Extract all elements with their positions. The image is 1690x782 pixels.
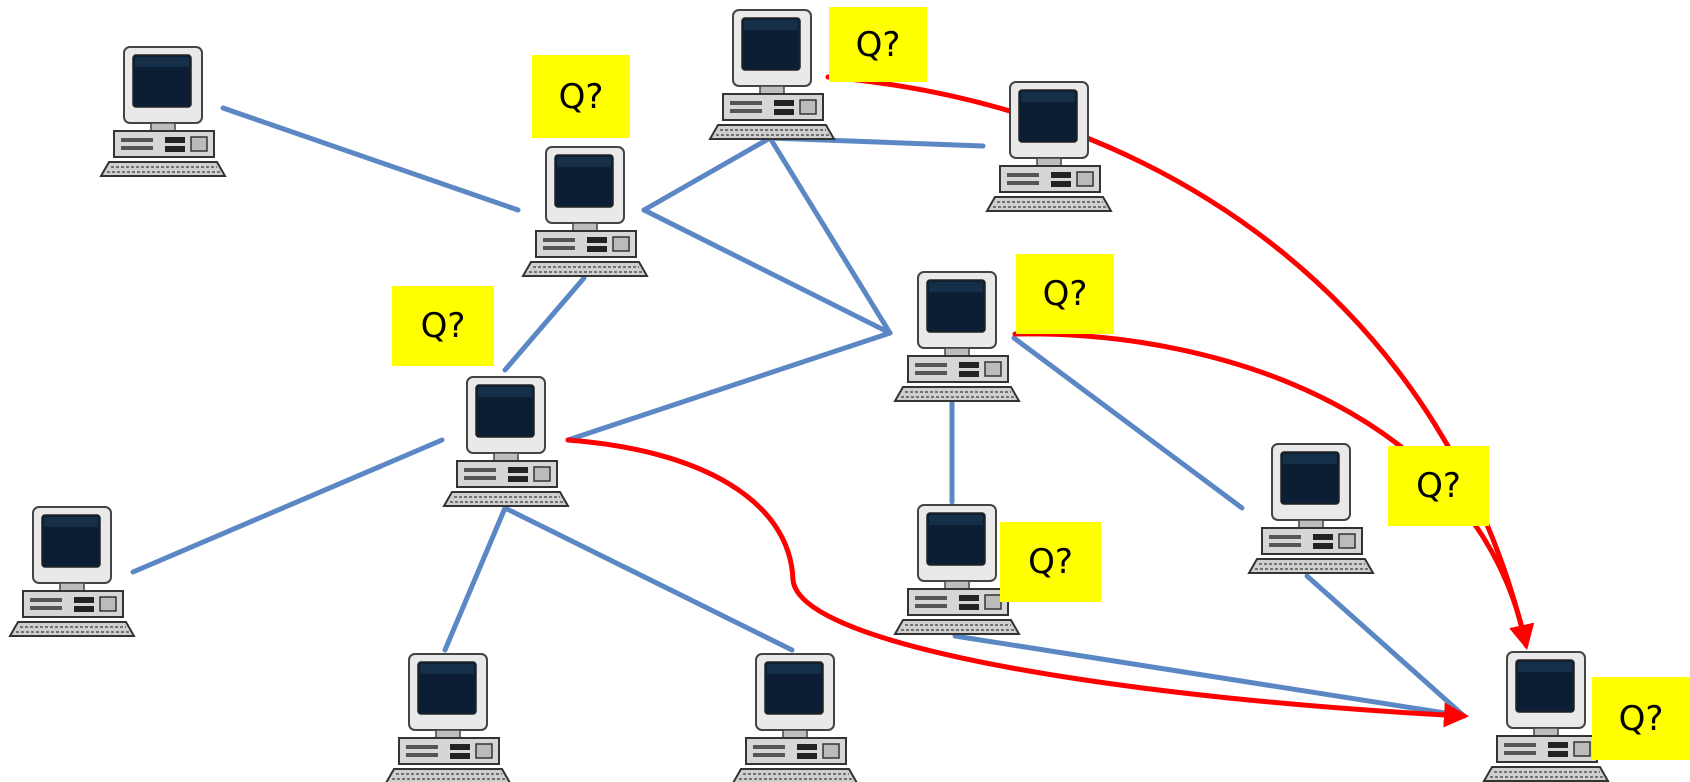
computer-icon xyxy=(443,376,569,507)
query-label: Q? xyxy=(1388,446,1489,526)
query-label: Q? xyxy=(829,7,927,82)
network-link xyxy=(641,135,773,213)
computers xyxy=(9,9,1609,782)
query-label: Q? xyxy=(1016,254,1114,334)
query-label: Q? xyxy=(392,286,494,366)
network-link xyxy=(502,275,587,373)
computer-icon xyxy=(732,653,858,782)
query-label: Q? xyxy=(1000,522,1101,602)
network-link xyxy=(130,437,445,575)
query-label: Q? xyxy=(532,55,630,138)
computer-icon xyxy=(1483,651,1609,782)
network-link xyxy=(502,505,795,653)
network-link xyxy=(1011,335,1245,511)
network-link xyxy=(220,105,521,213)
computer-icon xyxy=(9,506,135,637)
query-label: Q? xyxy=(1592,677,1690,760)
computer-icon xyxy=(522,146,648,277)
network-links xyxy=(130,105,1467,719)
network-link xyxy=(767,135,893,336)
network-link xyxy=(442,505,508,653)
network-link xyxy=(641,207,893,336)
computer-icon xyxy=(385,653,511,782)
computer-icon xyxy=(894,271,1020,402)
computer-icon xyxy=(986,81,1112,212)
computer-icon xyxy=(100,46,226,177)
network-link xyxy=(565,330,893,443)
computer-icon xyxy=(709,9,835,140)
network-link xyxy=(952,633,1467,719)
network-link xyxy=(1304,573,1467,719)
computer-icon xyxy=(1248,443,1374,574)
query-arrow xyxy=(565,437,1469,728)
query-arrow xyxy=(1012,331,1535,650)
